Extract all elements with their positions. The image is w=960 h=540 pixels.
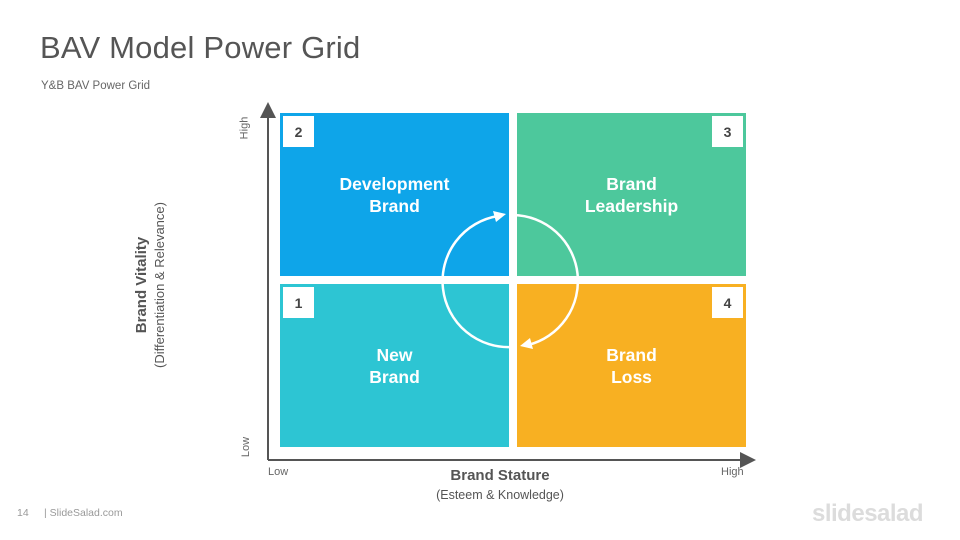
- quadrant-label-line2: Loss: [611, 367, 652, 387]
- quadrant-brand-leadership: 3 Brand Leadership: [517, 113, 746, 276]
- quadrant-label-line1: New: [376, 345, 413, 365]
- cycle-arrowhead-top: [493, 211, 506, 222]
- quadrant-label: Brand Loss: [517, 344, 746, 388]
- quadrant-development-brand: 2 Development Brand: [280, 113, 509, 276]
- x-axis-subtitle: (Esteem & Knowledge): [436, 488, 564, 502]
- quadrant-number-badge: 2: [283, 116, 314, 147]
- page-number: 14: [17, 507, 29, 519]
- x-axis-title: Brand Stature: [450, 467, 550, 484]
- y-axis-title-block: Brand Vitality (Differentiation & Releva…: [133, 195, 173, 375]
- quadrant-number-badge: 3: [712, 116, 743, 147]
- quadrant-new-brand: 1 New Brand: [280, 284, 509, 447]
- y-axis-title: Brand Vitality: [133, 236, 150, 334]
- quadrant-label: New Brand: [280, 344, 509, 388]
- quadrant-number-badge: 1: [283, 287, 314, 318]
- quadrant-label-line2: Leadership: [584, 196, 679, 216]
- quadrant-label-line2: Brand: [369, 367, 420, 387]
- quadrant-label: Development Brand: [280, 173, 509, 217]
- cycle-arrowhead-bottom: [520, 338, 533, 349]
- cycle-arc-right: [512, 213, 580, 347]
- quadrant-label-line1: Brand: [606, 345, 657, 365]
- y-axis-low-label: Low: [240, 436, 253, 458]
- x-axis-low-label: Low: [268, 466, 289, 478]
- slide-title: BAV Model Power Grid: [40, 30, 361, 65]
- slide-subtitle: Y&B BAV Power Grid: [41, 80, 151, 92]
- quadrant-label-line1: Brand: [606, 174, 657, 194]
- y-axis-high-label: High: [238, 116, 251, 140]
- slidesalad-logo: slidesalad: [812, 500, 924, 527]
- quadrant-label-line2: Brand: [369, 196, 420, 216]
- x-axis-high-label: High: [721, 466, 744, 478]
- footer-site-link[interactable]: | SlideSalad.com: [44, 507, 123, 519]
- quadrant-brand-loss: 4 Brand Loss: [517, 284, 746, 447]
- quadrant-label: Brand Leadership: [517, 173, 746, 217]
- cycle-arc-left: [441, 214, 514, 349]
- quadrant-label-line1: Development: [339, 174, 450, 194]
- y-axis-subtitle: (Differentiation & Relevance): [152, 202, 167, 368]
- quadrant-number-badge: 4: [712, 287, 743, 318]
